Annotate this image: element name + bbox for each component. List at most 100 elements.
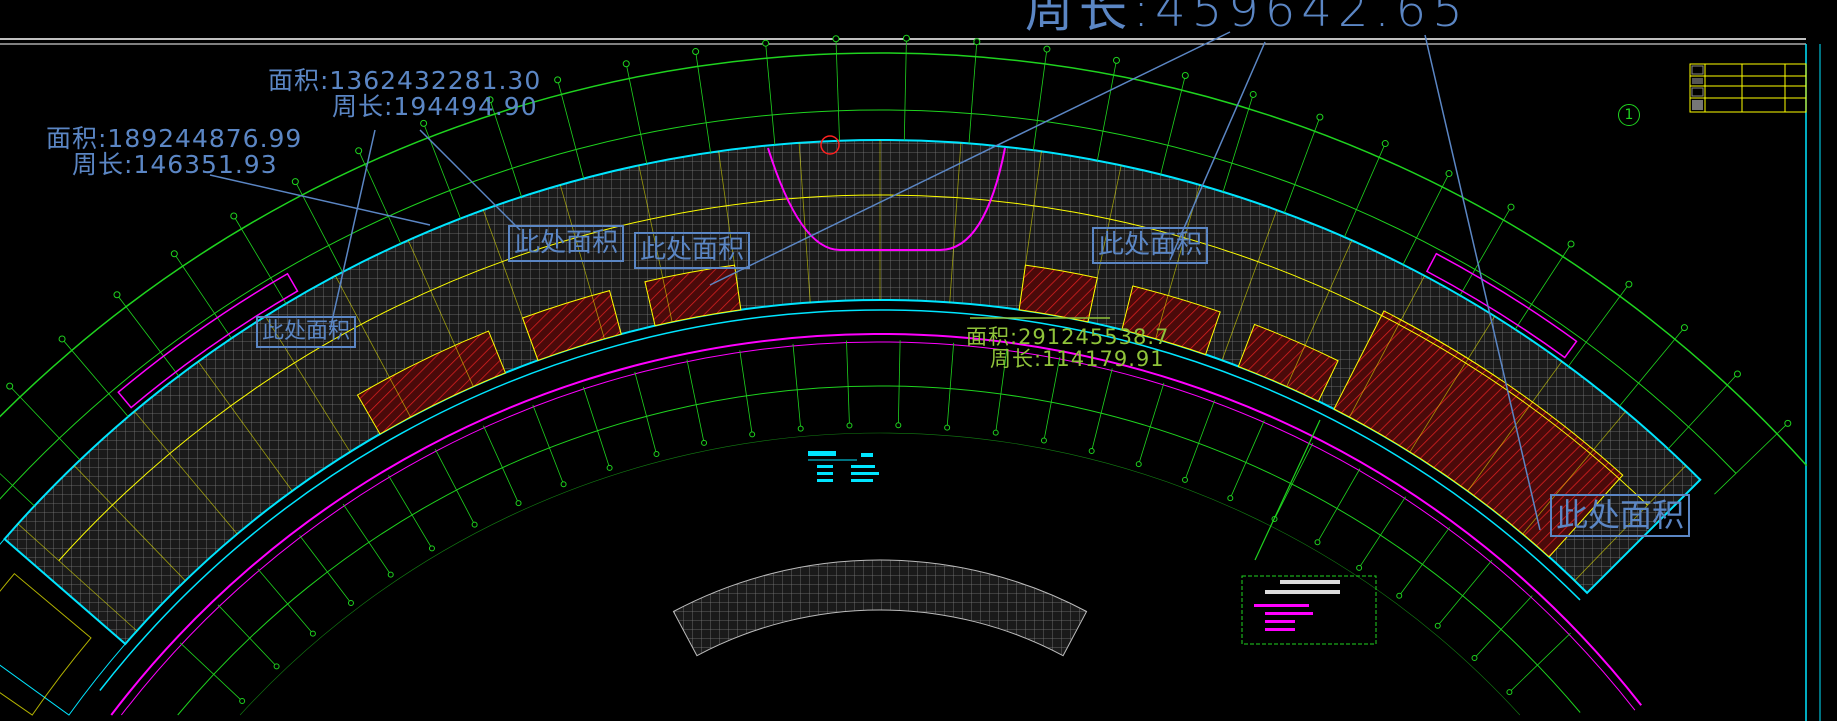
axis-grid-line — [1096, 60, 1117, 161]
axis-grid-line — [792, 343, 802, 429]
axis-grid-line — [1091, 368, 1113, 452]
leader-arrows — [209, 31, 1541, 531]
axis-bubble — [944, 424, 951, 431]
left-wing-outline — [0, 538, 126, 716]
axis-bubble — [902, 34, 910, 42]
wall-line — [73, 465, 186, 581]
axis-grid-line — [257, 568, 314, 634]
area-tag[interactable]: 此处面积 — [1092, 227, 1209, 264]
axis-grid-line — [0, 473, 35, 507]
axis-arc-innermost — [239, 432, 1521, 716]
axis-marker: 1 — [1618, 104, 1640, 126]
axis-grid-line — [358, 150, 402, 244]
axis-grid-line — [299, 535, 352, 604]
axis-grid-line — [686, 359, 705, 443]
axis-grid-line — [1402, 173, 1450, 265]
axis-bubble — [1471, 654, 1478, 661]
notes-box — [1241, 575, 1377, 645]
hatched-zone — [356, 330, 507, 435]
axis-bubble — [486, 96, 494, 104]
site-boundary-arc-inner — [120, 341, 1636, 716]
axis-bubble — [1396, 592, 1403, 599]
canopy-outline — [1425, 252, 1578, 359]
axis-bubble — [347, 600, 354, 607]
corridor-wall — [58, 194, 1648, 561]
wall-line — [17, 523, 138, 632]
secondary-building — [672, 559, 1088, 657]
wall-line — [1522, 411, 1626, 535]
wall-line — [1409, 316, 1496, 453]
wall-line — [407, 240, 474, 387]
wall-line — [335, 275, 411, 418]
wall-line — [1087, 165, 1122, 322]
axis-bubble — [1314, 539, 1321, 546]
axis-bubble — [606, 464, 613, 471]
axis-grid-line — [557, 79, 585, 179]
axis-bubble — [832, 35, 840, 43]
axis-bubble — [471, 521, 478, 528]
axis-grid-line — [846, 340, 850, 426]
axis-bubble — [692, 48, 700, 56]
axis-bubble — [58, 335, 66, 343]
axis-bubble — [515, 500, 522, 507]
axis-grid-line — [739, 350, 753, 435]
axis-bubble — [973, 38, 981, 46]
wall-line — [264, 316, 351, 453]
axis-bubble — [309, 630, 316, 637]
axis-bubble — [113, 291, 121, 299]
wall-line — [798, 142, 811, 303]
wall-line — [1018, 151, 1042, 310]
cyan-edge-arc — [99, 309, 1581, 691]
axis-grid-line — [116, 294, 179, 377]
area-tag[interactable]: 此处面积 — [508, 225, 625, 262]
axis-grid-line — [434, 449, 475, 525]
wall-line — [482, 209, 539, 361]
axis-grid-line — [995, 348, 1008, 433]
entrance-canopy — [767, 147, 1006, 251]
axis-bubble — [6, 382, 14, 390]
axis-grid-line — [1229, 420, 1265, 499]
axis-grid-line — [946, 342, 955, 428]
axis-bubble — [387, 571, 394, 578]
area-label-3: 面积:291245538.7 — [966, 325, 1170, 349]
axis-bubble — [1249, 90, 1257, 98]
area-schedule — [808, 451, 879, 482]
axis-bubble — [749, 431, 756, 438]
axis-grid-line — [1160, 75, 1186, 175]
axis-bubble — [554, 76, 562, 84]
area-label-2: 面积:189244876.99 — [46, 124, 303, 153]
area-tag[interactable]: 此处面积 — [256, 316, 357, 349]
axis-bubble — [1445, 170, 1453, 178]
axis-grid-line — [9, 385, 81, 461]
axis-grid-line — [173, 253, 232, 339]
axis-bubble — [291, 178, 299, 186]
axis-grid-line — [1358, 496, 1406, 569]
wall-line — [559, 184, 605, 339]
axis-grid-line — [634, 371, 657, 455]
area-tag[interactable]: 此处面积 — [634, 232, 751, 269]
hatched-zone — [644, 264, 742, 327]
axis-grid-line — [388, 475, 433, 549]
axis-grid-line — [342, 503, 392, 575]
axis-bubble — [1381, 140, 1389, 148]
axis-grid-line — [489, 99, 522, 197]
axis-grid-line — [217, 604, 277, 667]
area-label-1: 面积:1362432281.30 — [268, 66, 542, 95]
axis-bubble — [560, 481, 567, 488]
wall-line — [718, 151, 742, 310]
axis-bubble — [653, 451, 660, 458]
site-boundary-arc — [110, 333, 1643, 716]
axis-grid-line — [1274, 442, 1314, 520]
area-tag[interactable]: 此处面积 — [1550, 494, 1691, 538]
axis-grid-line — [1283, 117, 1321, 213]
axis-bubble — [420, 119, 428, 127]
wall-line — [1349, 275, 1425, 418]
axis-bubble — [1088, 447, 1095, 454]
axis-grid-line — [897, 340, 901, 426]
axis-grid-line — [835, 38, 840, 141]
legend-table — [1689, 63, 1807, 113]
axis-grid-line — [423, 123, 461, 219]
axis-grid-line — [179, 642, 243, 702]
axis-grid-line — [1568, 283, 1630, 367]
